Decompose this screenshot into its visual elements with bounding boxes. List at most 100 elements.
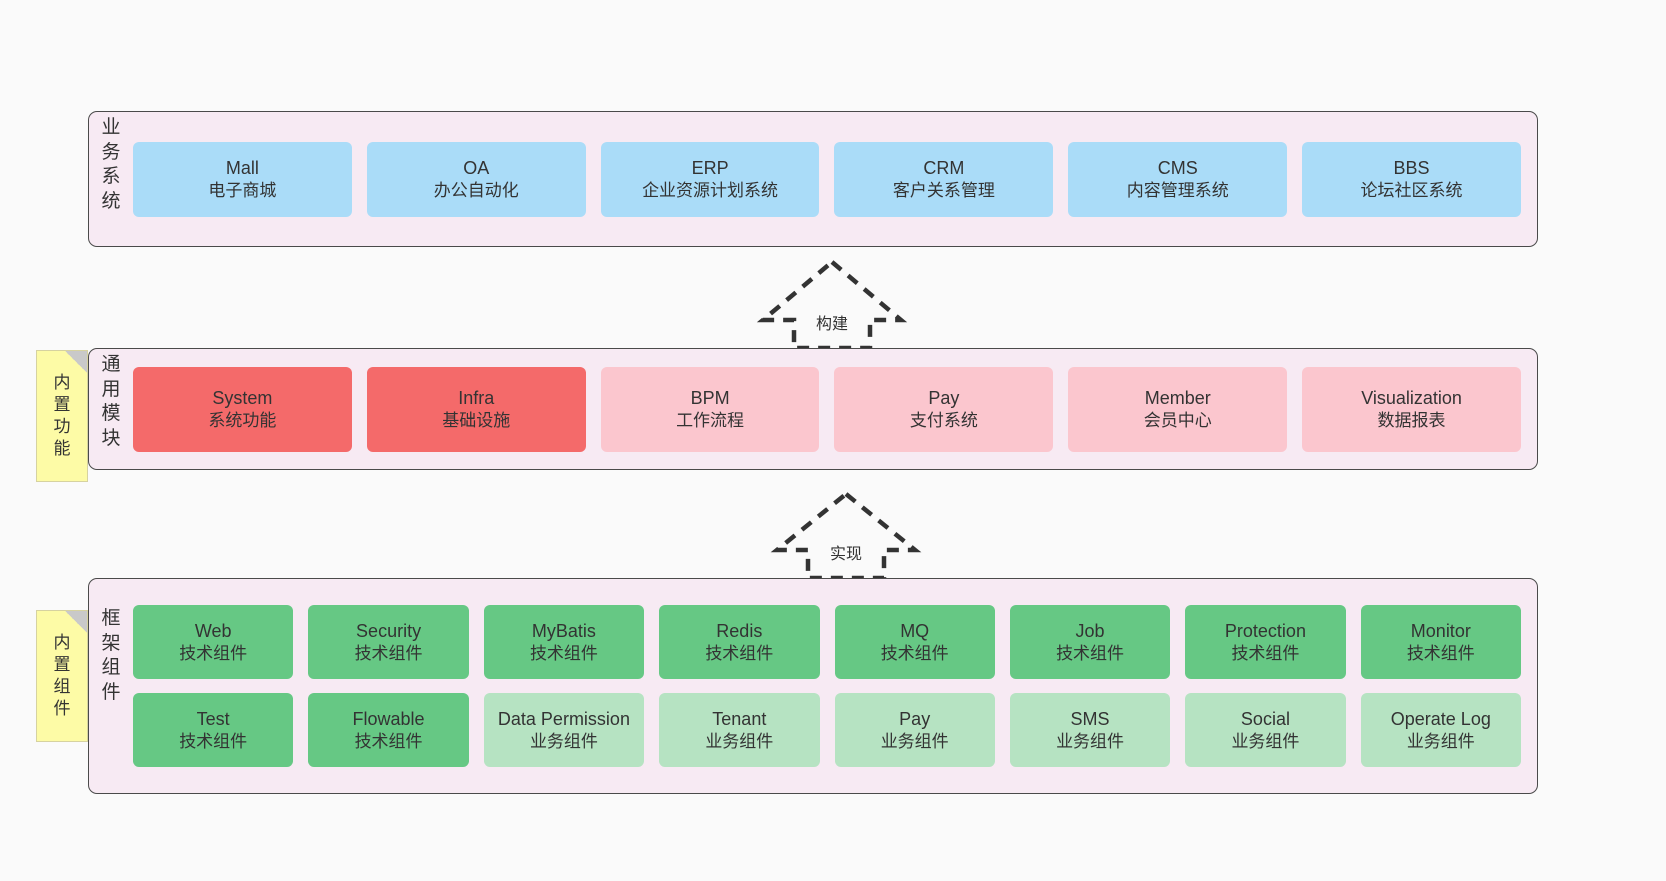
box-visualization[interactable]: Visualization 数据报表	[1302, 366, 1521, 452]
box-erp-name: ERP	[691, 157, 729, 178]
box-oa-desc: 办公自动化	[433, 180, 519, 200]
box-redis-desc: 技术组件	[705, 643, 774, 663]
layer-framework-component-body: Web 技术组件 Security 技术组件 MyBatis 技术组件 Redi…	[133, 579, 1537, 793]
box-mq[interactable]: MQ 技术组件	[834, 605, 995, 679]
framework-biz-row: Test 技术组件 Flowable 技术组件 Data Permission …	[133, 693, 1521, 767]
box-tenant-desc: 业务组件	[705, 731, 774, 751]
box-pay-component[interactable]: Pay 业务组件	[834, 693, 995, 767]
box-cms[interactable]: CMS 内容管理系统	[1068, 141, 1288, 217]
note-builtin-component-label: 内 置 组 件	[53, 632, 71, 719]
box-cms-name: CMS	[1157, 157, 1198, 178]
connector-build: 构建	[756, 258, 908, 351]
box-oa-name: OA	[463, 157, 490, 178]
business-system-row: Mall 电子商城 OA 办公自动化 ERP 企业资源计划系统 CRM 客户关系…	[133, 141, 1521, 217]
box-mq-name: MQ	[900, 620, 930, 641]
framework-tech-row: Web 技术组件 Security 技术组件 MyBatis 技术组件 Redi…	[133, 605, 1521, 679]
box-crm[interactable]: CRM 客户关系管理	[834, 141, 1054, 217]
box-web-name: Web	[194, 620, 232, 641]
box-crm-desc: 客户关系管理	[892, 180, 995, 200]
box-flowable[interactable]: Flowable 技术组件	[308, 693, 469, 767]
box-bbs-desc: 论坛社区系统	[1360, 180, 1463, 200]
layer-framework-component: 框 架 组 件 Web 技术组件 Security 技术组件 MyBatis 技…	[88, 578, 1538, 794]
box-mall-desc: 电子商城	[208, 180, 277, 200]
box-erp[interactable]: ERP 企业资源计划系统	[600, 141, 820, 217]
connector-implement-label: 实现	[829, 546, 863, 563]
box-mq-desc: 技术组件	[880, 643, 949, 663]
box-social-name: Social	[1240, 708, 1290, 729]
layer-business-system-body: Mall 电子商城 OA 办公自动化 ERP 企业资源计划系统 CRM 客户关系…	[133, 112, 1537, 246]
box-member[interactable]: Member 会员中心	[1068, 366, 1288, 452]
box-system[interactable]: System 系统功能	[133, 366, 352, 452]
layer-business-system-label: 业 务 系 统	[101, 117, 121, 213]
note-fold-icon	[65, 351, 87, 373]
box-infra-name: Infra	[458, 387, 495, 408]
box-job-desc: 技术组件	[1056, 643, 1125, 663]
box-redis[interactable]: Redis 技术组件	[659, 605, 820, 679]
box-protection[interactable]: Protection 技术组件	[1185, 605, 1346, 679]
box-sms-name: SMS	[1070, 708, 1110, 729]
box-flowable-desc: 技术组件	[354, 731, 423, 751]
box-bbs[interactable]: BBS 论坛社区系统	[1302, 141, 1521, 217]
box-bpm[interactable]: BPM 工作流程	[600, 366, 820, 452]
box-security[interactable]: Security 技术组件	[308, 605, 469, 679]
box-member-name: Member	[1144, 387, 1211, 408]
box-tenant[interactable]: Tenant 业务组件	[659, 693, 820, 767]
box-infra[interactable]: Infra 基础设施	[366, 366, 586, 452]
note-builtin-component: 内 置 组 件	[36, 610, 88, 742]
box-visualization-name: Visualization	[1361, 387, 1462, 408]
connector-implement: 实现	[770, 490, 922, 581]
box-pay-component-desc: 业务组件	[880, 731, 949, 751]
connector-build-label: 构建	[815, 316, 849, 333]
box-security-desc: 技术组件	[354, 643, 423, 663]
box-tenant-name: Tenant	[712, 708, 767, 729]
box-visualization-desc: 数据报表	[1377, 410, 1446, 430]
box-flowable-name: Flowable	[352, 708, 425, 729]
box-security-name: Security	[356, 620, 422, 641]
layer-framework-component-label: 框 架 组 件	[101, 608, 121, 704]
box-web-desc: 技术组件	[179, 643, 248, 663]
layer-common-module: 通 用 模 块 System 系统功能 Infra 基础设施 BPM 工作流程 …	[88, 348, 1538, 470]
box-social-desc: 业务组件	[1231, 731, 1300, 751]
box-bbs-name: BBS	[1393, 157, 1430, 178]
box-mall[interactable]: Mall 电子商城	[133, 141, 352, 217]
box-monitor[interactable]: Monitor 技术组件	[1360, 605, 1521, 679]
box-data-permission-desc: 业务组件	[529, 731, 598, 751]
box-test-name: Test	[196, 708, 230, 729]
box-data-permission[interactable]: Data Permission 业务组件	[483, 693, 645, 767]
note-builtin-function: 内 置 功 能	[36, 350, 88, 482]
box-infra-desc: 基础设施	[442, 410, 511, 430]
box-mybatis-desc: 技术组件	[529, 643, 598, 663]
box-test[interactable]: Test 技术组件	[133, 693, 294, 767]
box-web[interactable]: Web 技术组件	[133, 605, 294, 679]
note-fold-icon	[65, 611, 87, 633]
box-sms[interactable]: SMS 业务组件	[1009, 693, 1171, 767]
box-pay-component-name: Pay	[899, 708, 931, 729]
box-mybatis[interactable]: MyBatis 技术组件	[483, 605, 645, 679]
box-crm-name: CRM	[923, 157, 965, 178]
box-oa[interactable]: OA 办公自动化	[366, 141, 586, 217]
box-monitor-name: Monitor	[1410, 620, 1471, 641]
connector-implement-shape	[770, 491, 922, 581]
box-pay-module-name: Pay	[928, 387, 960, 408]
box-bpm-desc: 工作流程	[676, 410, 745, 430]
box-protection-desc: 技术组件	[1231, 643, 1300, 663]
box-sms-desc: 业务组件	[1056, 731, 1125, 751]
box-data-permission-name: Data Permission	[497, 708, 630, 729]
box-pay-module[interactable]: Pay 支付系统	[834, 366, 1054, 452]
box-monitor-desc: 技术组件	[1406, 643, 1475, 663]
layer-common-module-title: 通 用 模 块	[89, 349, 133, 469]
box-social[interactable]: Social 业务组件	[1185, 693, 1346, 767]
box-member-desc: 会员中心	[1143, 410, 1212, 430]
box-test-desc: 技术组件	[179, 731, 248, 751]
box-erp-desc: 企业资源计划系统	[642, 180, 779, 200]
layer-business-system-title: 业 务 系 统	[89, 112, 133, 246]
box-operate-log-desc: 业务组件	[1406, 731, 1475, 751]
layer-common-module-label: 通 用 模 块	[101, 354, 121, 450]
box-operate-log[interactable]: Operate Log 业务组件	[1360, 693, 1521, 767]
connector-build-shape	[756, 259, 908, 351]
box-mall-name: Mall	[225, 157, 259, 178]
box-job[interactable]: Job 技术组件	[1009, 605, 1171, 679]
layer-business-system: 业 务 系 统 Mall 电子商城 OA 办公自动化 ERP 企业资源计划系统 …	[88, 111, 1538, 247]
box-system-name: System	[212, 387, 273, 408]
box-redis-name: Redis	[716, 620, 763, 641]
